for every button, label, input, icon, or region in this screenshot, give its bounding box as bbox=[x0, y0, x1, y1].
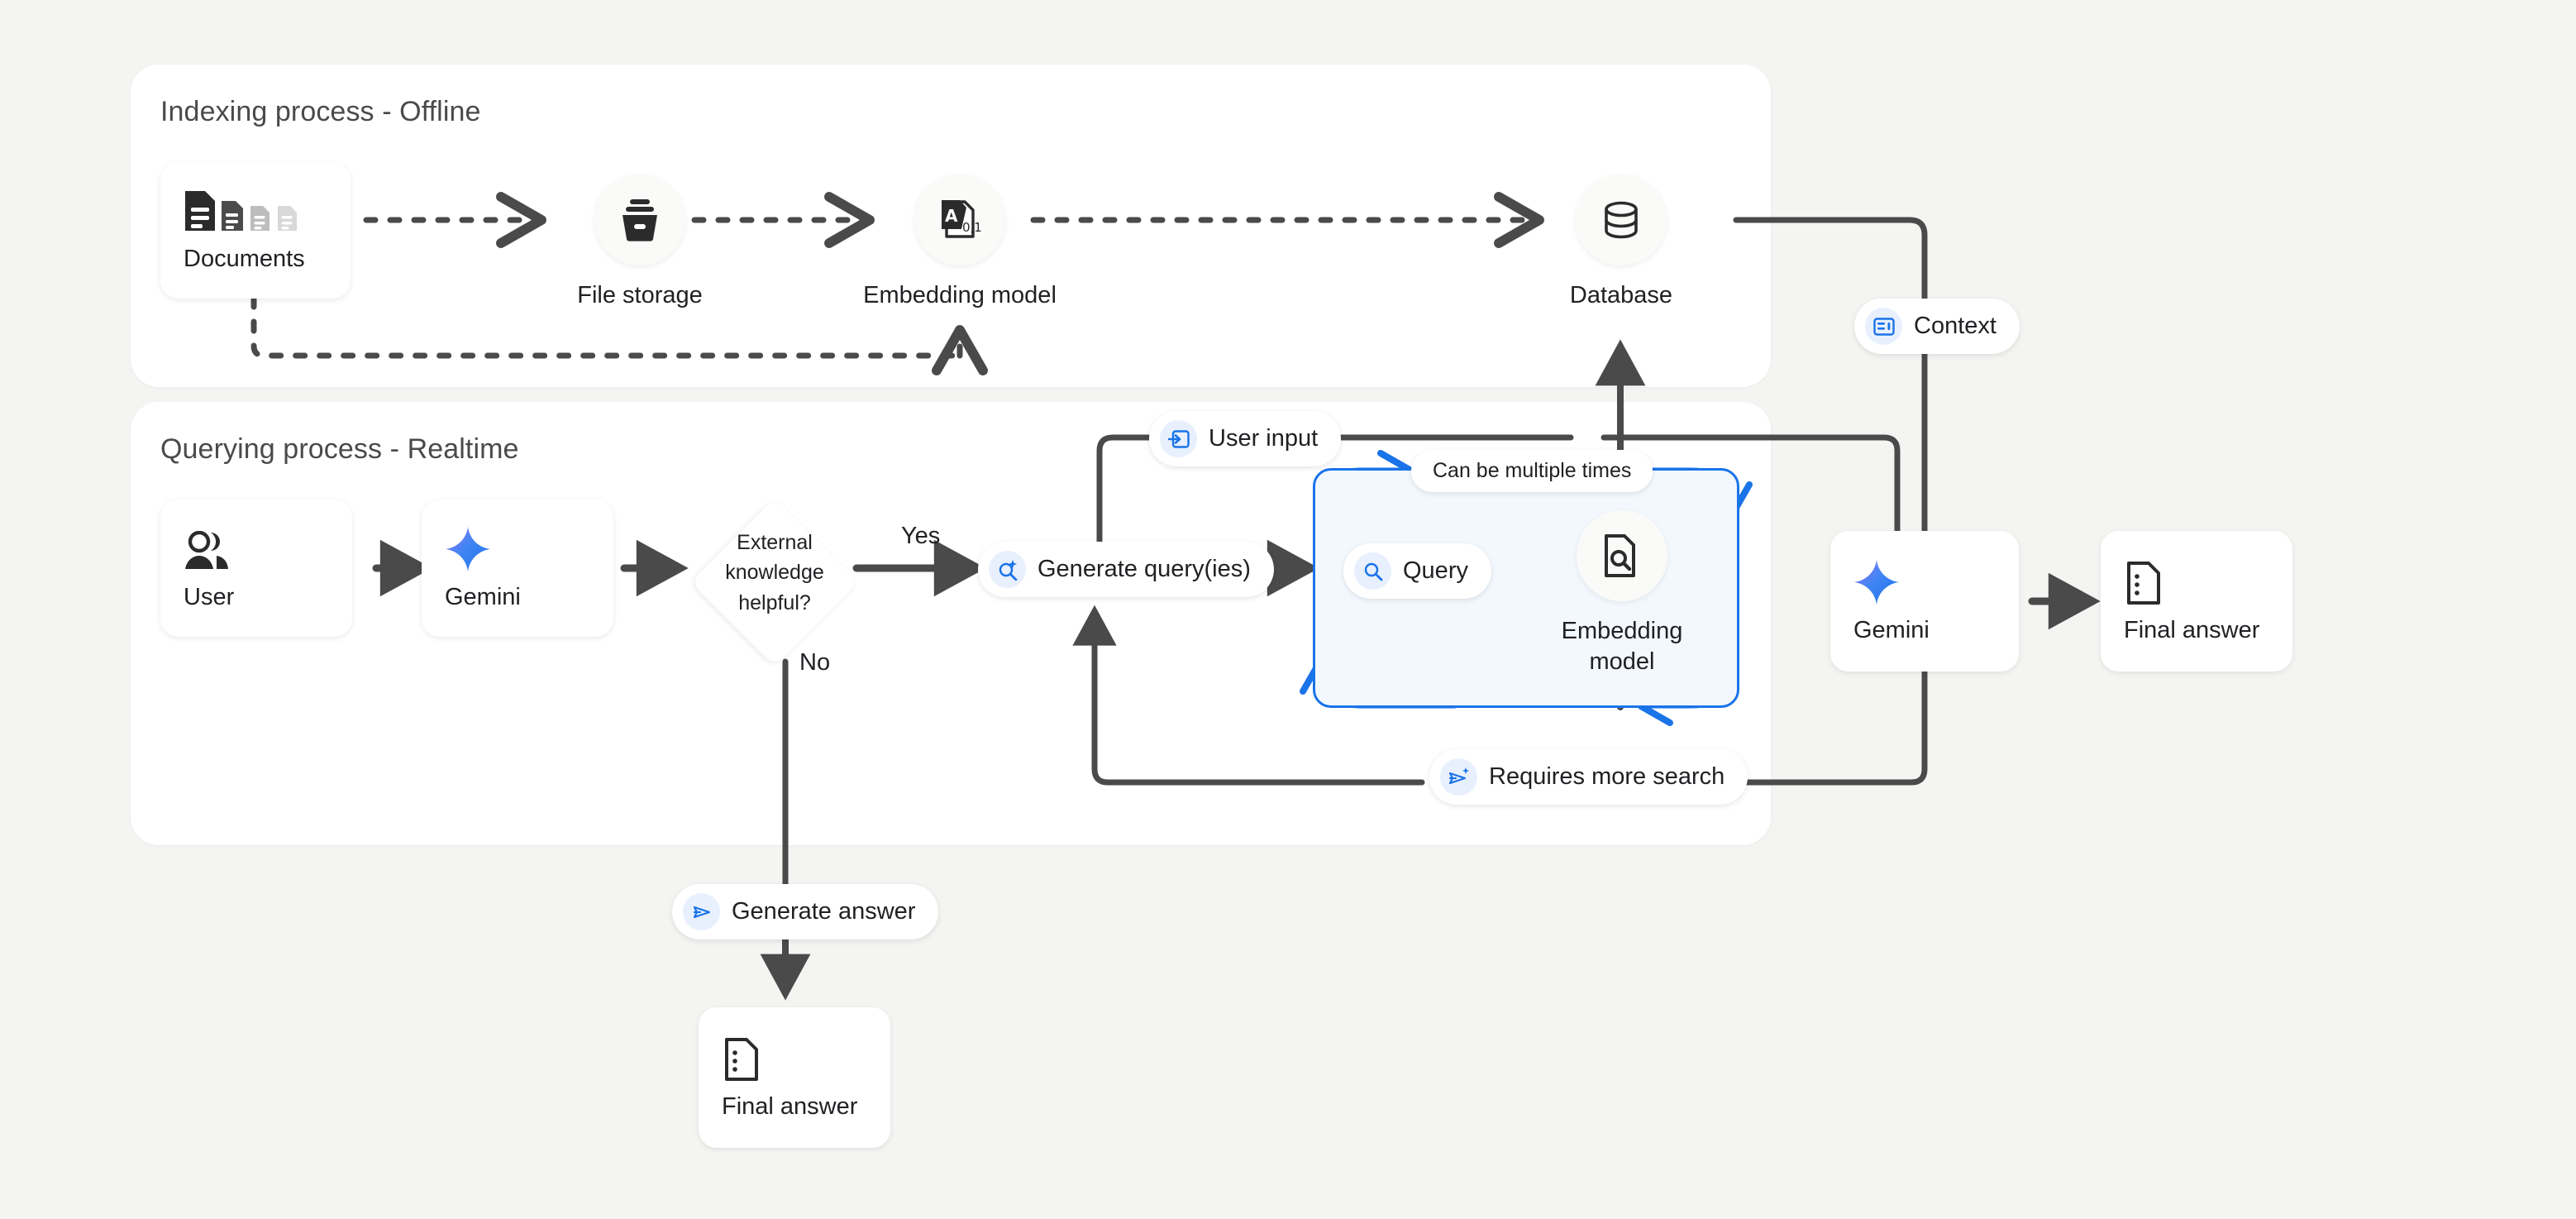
login-arrow-icon bbox=[1160, 420, 1197, 457]
decision-line-3: helpful? bbox=[738, 590, 811, 614]
final-answer-icon bbox=[722, 1035, 890, 1082]
node-database[interactable]: Database bbox=[1554, 174, 1688, 311]
document-search-icon bbox=[1577, 510, 1667, 601]
embedding-model-icon: 0,1 A bbox=[914, 174, 1005, 265]
search-icon bbox=[1354, 552, 1391, 590]
pill-generate-queries-label: Generate query(ies) bbox=[1038, 556, 1251, 582]
node-gemini-right[interactable]: Gemini bbox=[1830, 531, 2019, 672]
node-final-answer-right-label: Final answer bbox=[2124, 616, 2260, 643]
svg-text:0,1: 0,1 bbox=[962, 220, 982, 235]
wire-gemini-right-to-requires-search bbox=[1743, 650, 1928, 786]
svg-text:A: A bbox=[945, 206, 958, 226]
node-final-answer-bottom[interactable]: Final answer bbox=[699, 1007, 890, 1148]
node-embedding-model-loop-label: Embedding model bbox=[1561, 618, 1683, 676]
node-decision-external-knowledge[interactable]: External knowledge helpful? bbox=[690, 498, 859, 667]
panel-indexing-title: Indexing process - Offline bbox=[160, 96, 481, 127]
node-embedding-model-label: Embedding model bbox=[863, 282, 1057, 308]
pill-user-input[interactable]: User input bbox=[1149, 411, 1342, 466]
edge-label-no: No bbox=[799, 649, 831, 676]
context-panel-icon bbox=[1865, 308, 1902, 345]
pill-query-label: Query bbox=[1403, 557, 1468, 584]
final-answer-icon bbox=[2124, 559, 2292, 605]
node-documents-label: Documents bbox=[184, 246, 305, 272]
node-database-label: Database bbox=[1569, 282, 1673, 308]
file-storage-icon bbox=[594, 174, 685, 265]
pill-context-label: Context bbox=[1914, 313, 1996, 339]
node-documents[interactable]: Documents bbox=[160, 162, 351, 299]
search-sparkle-icon bbox=[989, 551, 1026, 588]
pill-query[interactable]: Query bbox=[1343, 543, 1491, 599]
node-file-storage-label: File storage bbox=[577, 282, 703, 308]
pill-generate-answer[interactable]: Generate answer bbox=[672, 884, 939, 939]
pill-generate-queries[interactable]: Generate query(ies) bbox=[978, 542, 1274, 597]
node-final-answer-right[interactable]: Final answer bbox=[2101, 531, 2292, 672]
node-embedding-model[interactable]: 0,1 A Embedding model bbox=[863, 174, 1057, 311]
node-final-answer-bottom-label: Final answer bbox=[722, 1092, 858, 1120]
pill-context[interactable]: Context bbox=[1854, 299, 2020, 354]
documents-icon bbox=[184, 188, 351, 234]
panel-querying-title: Querying process - Realtime bbox=[160, 433, 519, 465]
user-group-icon bbox=[184, 526, 352, 572]
decision-line-2: knowledge bbox=[725, 561, 824, 585]
pill-can-be-multiple-times: Can be multiple times bbox=[1411, 450, 1653, 492]
decision-line-1: External bbox=[737, 531, 813, 554]
node-file-storage[interactable]: File storage bbox=[573, 174, 707, 311]
node-gemini-left-label: Gemini bbox=[445, 583, 521, 610]
node-user-label: User bbox=[184, 583, 235, 610]
database-icon bbox=[1576, 174, 1667, 265]
send-icon bbox=[683, 893, 720, 930]
node-gemini-left[interactable]: Gemini bbox=[422, 500, 613, 637]
node-user[interactable]: User bbox=[160, 500, 352, 637]
pill-can-be-multiple-times-label: Can be multiple times bbox=[1433, 459, 1632, 482]
pill-generate-answer-label: Generate answer bbox=[732, 898, 916, 925]
pill-requires-more-search-label: Requires more search bbox=[1489, 763, 1725, 790]
node-gemini-right-label: Gemini bbox=[1853, 616, 1930, 643]
edge-label-yes: Yes bbox=[901, 523, 941, 549]
pill-requires-more-search[interactable]: Requires more search bbox=[1429, 749, 1748, 805]
node-embedding-model-loop[interactable]: Embedding model bbox=[1552, 510, 1692, 677]
pill-user-input-label: User input bbox=[1209, 425, 1319, 452]
send-sparkle-icon bbox=[1440, 758, 1477, 796]
gemini-sparkle-icon bbox=[445, 526, 613, 572]
gemini-sparkle-icon bbox=[1853, 559, 2019, 605]
